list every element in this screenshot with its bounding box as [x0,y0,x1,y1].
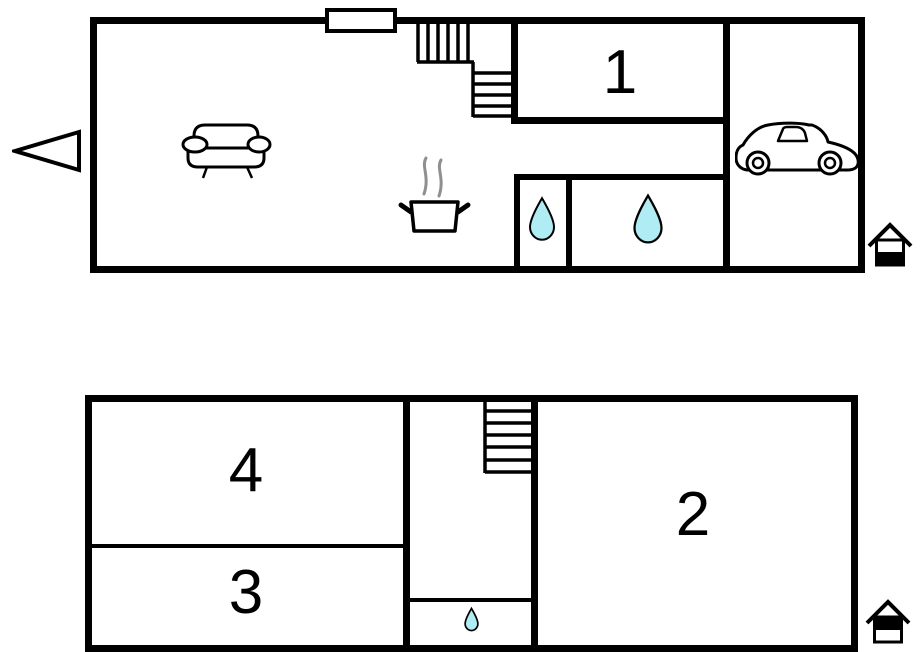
wall-bathroom-left [514,174,520,266]
entrance-arrow-icon [12,128,82,174]
room-3-label: 3 [228,558,264,627]
house-level-ground-icon [867,221,913,268]
sofa-armrest-left [181,135,209,154]
wall-room3-room4-divider [92,544,403,548]
room-4-label: 4 [228,436,264,505]
sofa-seat [186,146,266,169]
stair-treads-horizontal-run [416,24,470,62]
house-ground-level-band [878,252,902,264]
wall-small-bathroom-top [410,598,531,602]
wall-bathroom-top [514,174,730,180]
sofa-backrest [192,123,260,150]
car-icon [735,116,861,176]
wall-bathroom-middle [566,174,572,266]
car-wheel-front-hub [823,156,837,170]
pot-body [409,200,460,233]
staircase-icon [483,400,533,475]
car-wheel-rear-hub [751,156,765,170]
sofa-icon [180,122,272,180]
house-upper-level-band [876,618,900,630]
sofa-armrest-right [246,135,272,154]
wall-corridor-left [403,402,410,645]
house-level-upper-icon [865,598,911,645]
steam-line-right [437,158,443,198]
steam-line-left [422,156,428,196]
car-window [776,125,809,143]
staircase-icon [415,22,515,124]
wall-room1-bottom [511,117,730,124]
stair-treads-vertical-run [473,71,512,118]
stair-treads [485,409,533,474]
wall-garage-left [723,24,730,266]
water-drop-icon [463,605,480,634]
room-1-label: 1 [602,38,638,107]
pot-handles [398,202,471,215]
water-drop-icon [526,192,558,246]
cooking-pot-icon [393,154,475,236]
room-2-label: 2 [675,480,711,549]
window-marker [325,8,397,33]
water-drop-icon [630,190,666,248]
wall-stairs-right [511,24,518,124]
entrance-arrow-shape [12,129,81,173]
water-drop-shape [464,606,479,632]
water-drop-shape [528,196,556,241]
wall-corridor-right [531,402,538,645]
water-drop-shape [633,193,663,244]
sofa-legs [201,166,254,179]
